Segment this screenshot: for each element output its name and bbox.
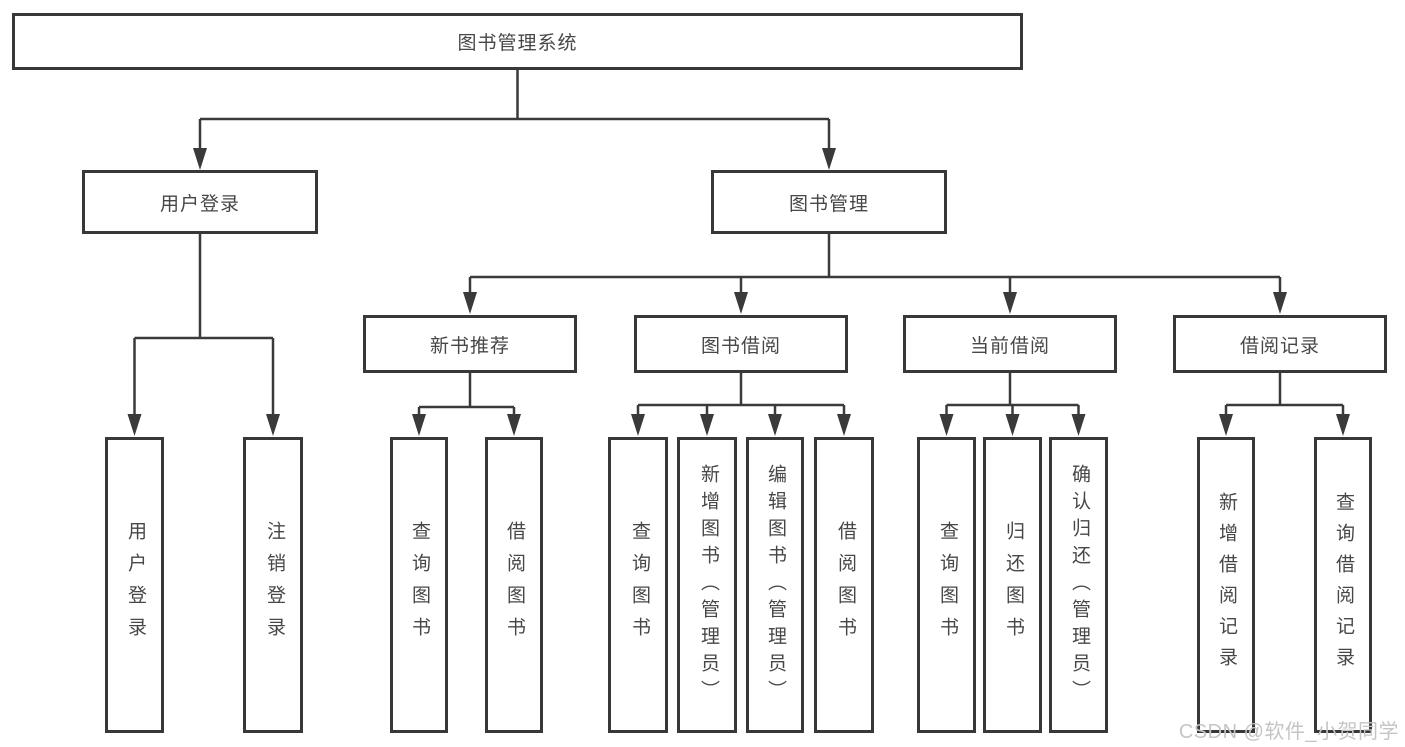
- arrowhead-down-icon: [700, 414, 714, 436]
- node-borrow-records: 借阅记录: [1173, 315, 1387, 373]
- node-user-login: 用户登录: [82, 170, 318, 234]
- arrowhead-down-icon: [822, 148, 836, 170]
- connector-book-borrow-children: [631, 373, 851, 436]
- arrowhead-down-icon: [1071, 414, 1086, 436]
- leaf-query-books-recommend: 查询图书: [390, 437, 448, 733]
- leaf-query-books-borrow: 查询图书: [608, 437, 668, 733]
- arrowhead-down-icon: [1219, 414, 1233, 436]
- leaf-return-books: 归还图书: [983, 437, 1042, 733]
- leaf-query-borrow-record: 查询借阅记录: [1314, 437, 1372, 733]
- leaf-user-login: 用户登录: [105, 437, 164, 733]
- connector-root-to-level2: [193, 70, 836, 170]
- arrowhead-down-icon: [768, 414, 782, 436]
- leaf-query-books-current: 查询图书: [917, 437, 976, 733]
- node-book-borrow: 图书借阅: [634, 315, 848, 373]
- arrowhead-down-icon: [631, 414, 645, 436]
- arrowhead-down-icon: [193, 148, 207, 170]
- arrowhead-down-icon: [412, 414, 426, 436]
- arrowhead-down-icon: [837, 414, 851, 436]
- leaf-logout: 注销登录: [243, 437, 303, 733]
- csdn-watermark: CSDN @软件_小贺同学: [1178, 721, 1399, 743]
- leaf-edit-books-admin: 编辑图书（管理员）: [746, 437, 804, 733]
- node-library-management-system: 图书管理系统: [12, 13, 1023, 70]
- connector-new-book-children: [412, 373, 521, 436]
- connector-user-login-children: [127, 234, 280, 436]
- node-book-management: 图书管理: [711, 170, 947, 234]
- node-new-book-recommend: 新书推荐: [363, 315, 577, 373]
- arrowhead-down-icon: [1005, 414, 1020, 436]
- leaf-borrow-books: 借阅图书: [814, 437, 874, 733]
- arrowhead-down-icon: [734, 292, 748, 314]
- node-current-borrow: 当前借阅: [903, 315, 1117, 373]
- connector-borrow-records-children: [1219, 373, 1350, 436]
- arrowhead-down-icon: [266, 414, 280, 436]
- arrowhead-down-icon: [1273, 292, 1287, 314]
- arrowhead-down-icon: [939, 414, 954, 436]
- arrowhead-down-icon: [507, 414, 521, 436]
- connector-book-management-sections: [463, 234, 1287, 314]
- leaf-add-borrow-record: 新增借阅记录: [1197, 437, 1255, 733]
- leaf-confirm-return-admin: 确认归还（管理员）: [1049, 437, 1108, 733]
- leaf-borrow-books-recommend: 借阅图书: [485, 437, 543, 733]
- arrowhead-down-icon: [1003, 292, 1017, 314]
- leaf-add-books-admin: 新增图书（管理员）: [677, 437, 737, 733]
- arrowhead-down-icon: [1336, 414, 1350, 436]
- connector-current-borrow-children: [939, 373, 1086, 436]
- arrowhead-down-icon: [127, 414, 142, 436]
- arrowhead-down-icon: [463, 292, 477, 314]
